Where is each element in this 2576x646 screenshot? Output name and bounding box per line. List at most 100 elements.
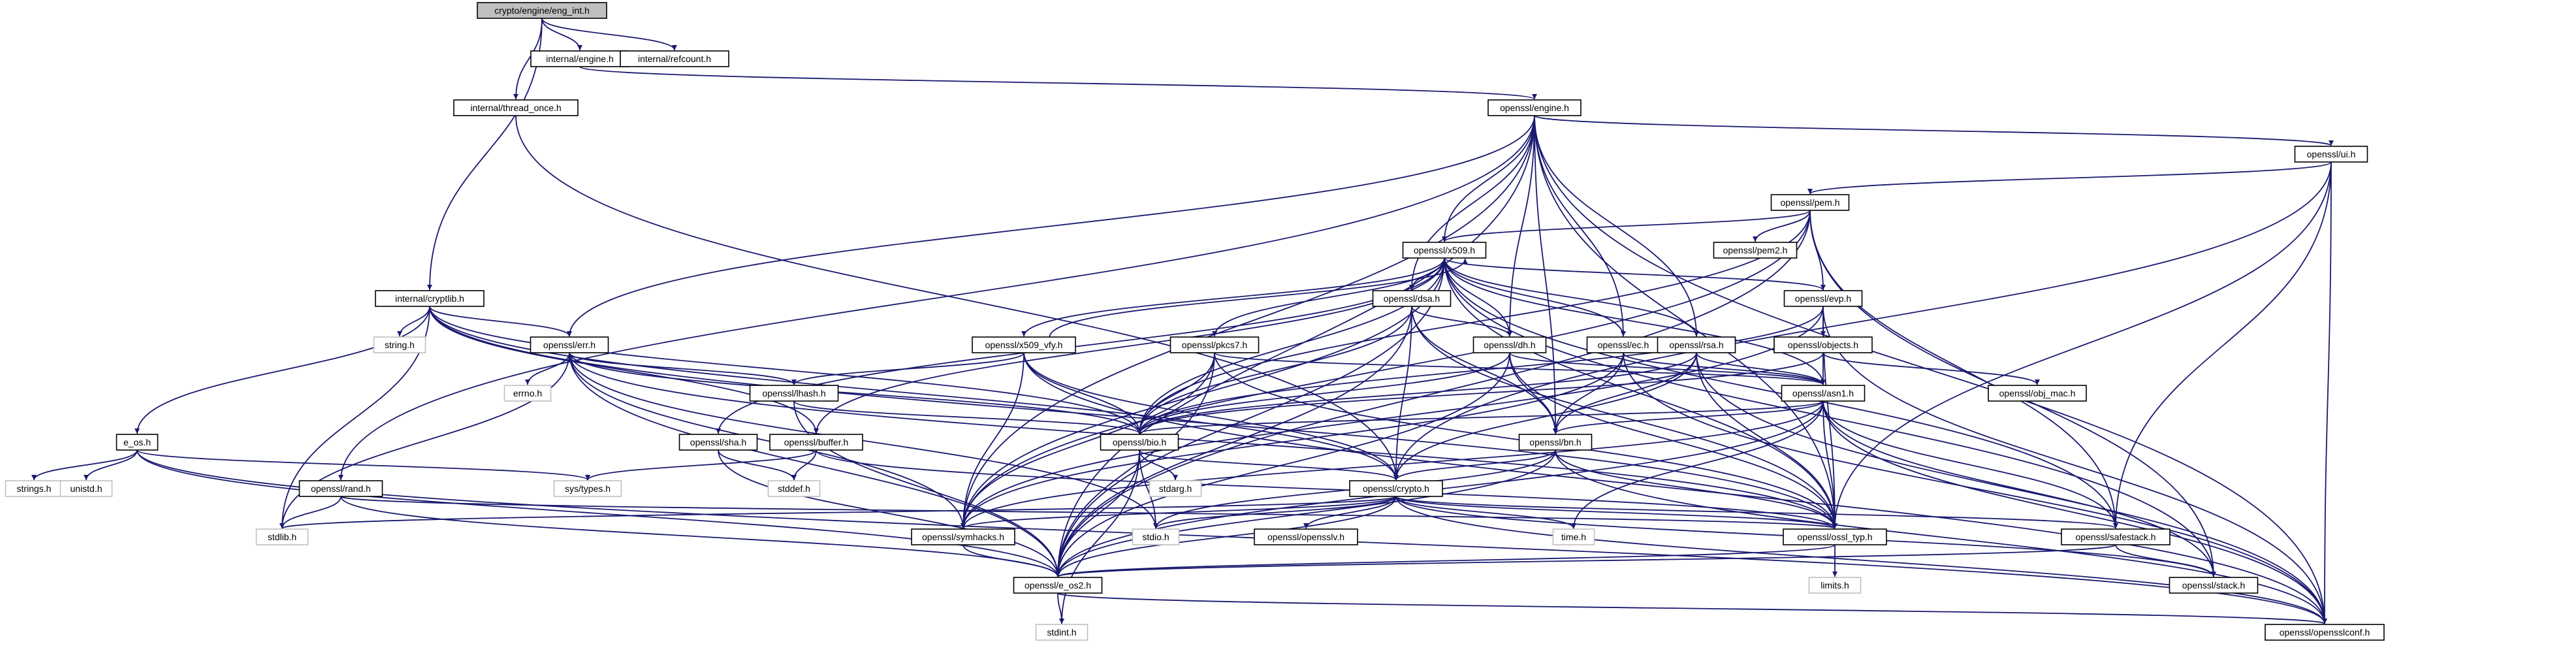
node-openssl-dsa-h[interactable]: openssl/dsa.h — [1372, 290, 1452, 307]
edge-openssl_engine-to-openssl_symhacks — [961, 115, 1535, 529]
node-internal-cryptlib-h[interactable]: internal/cryptlib.h — [375, 290, 485, 307]
node-label: openssl/bn.h — [1529, 437, 1581, 447]
edge-internal_cryptlib-to-openssl_bio — [429, 306, 1142, 434]
edge-openssl_crypto-to-openssl_opensslconf — [1395, 496, 2327, 624]
node-box — [2061, 528, 2171, 545]
node-openssl-bio-h[interactable]: openssl/bio.h — [1100, 434, 1179, 451]
node-label: stdint.h — [1047, 627, 1076, 638]
edge-openssl_bio-to-stdarg_h — [1139, 449, 1178, 481]
edge-openssl_ossl_typ-to-openssl_e_os2 — [1055, 544, 1836, 577]
node-box — [1552, 528, 1595, 545]
node-internal-engine-h[interactable]: internal/engine.h — [530, 50, 629, 67]
edge-openssl_engine-to-openssl_x509 — [1442, 115, 1535, 242]
edge-openssl_x509_vfy-to-openssl_opensslconf — [1023, 352, 2327, 624]
node-openssl-engine-h[interactable]: openssl/engine.h — [1487, 99, 1582, 116]
node-openssl-x509-vfy-h[interactable]: openssl/x509_vfy.h — [972, 336, 1076, 353]
node-openssl-rsa-h[interactable]: openssl/rsa.h — [1657, 336, 1736, 353]
node-box — [1988, 385, 2087, 402]
edge-openssl_crypto-to-openssl_e_os2 — [1055, 496, 1397, 577]
node-box — [1372, 290, 1452, 307]
node-openssl-opensslv-h[interactable]: openssl/opensslv.h — [1254, 528, 1358, 545]
edge-openssl_rand-to-openssl_ossl_typ — [340, 496, 1837, 529]
node-box — [2265, 624, 2385, 641]
node-openssl-e-os2-h[interactable]: openssl/e_os2.h — [1013, 577, 1103, 594]
node-openssl-pkcs7-h[interactable]: openssl/pkcs7.h — [1169, 336, 1260, 353]
node-box — [1349, 480, 1443, 497]
node-box — [1149, 480, 1202, 497]
edge-openssl_pem-to-openssl_pem2 — [1753, 210, 1811, 242]
node-openssl-err-h[interactable]: openssl/err.h — [530, 336, 609, 353]
node-box — [59, 480, 113, 497]
node-box — [1657, 336, 1736, 353]
node-openssl-stack-h[interactable]: openssl/stack.h — [2169, 577, 2259, 594]
edge-openssl_e_os2-to-stdint_h — [1057, 592, 1064, 624]
node-box — [911, 528, 1015, 545]
node-openssl-pem2-h[interactable]: openssl/pem2.h — [1713, 242, 1798, 259]
edge-openssl_x509_vfy-to-openssl_symhacks — [961, 352, 1025, 529]
node-box — [453, 99, 579, 116]
node-label: openssl/x509_vfy.h — [985, 340, 1063, 350]
node-openssl-asn1-h[interactable]: openssl/asn1.h — [1781, 385, 1866, 402]
edge-openssl_err-to-openssl_symhacks — [569, 352, 966, 529]
node-box — [1783, 528, 1887, 545]
node-sys-types-h: sys/types.h — [553, 480, 622, 497]
node-box — [1402, 242, 1487, 259]
node-box — [530, 50, 629, 67]
node-box — [1586, 336, 1661, 353]
node-label: stddef.h — [778, 483, 810, 494]
node-openssl-crypto-h[interactable]: openssl/crypto.h — [1349, 480, 1443, 497]
node-openssl-obj-mac-h[interactable]: openssl/obj_mac.h — [1988, 385, 2087, 402]
node-internal-thread-once-h[interactable]: internal/thread_once.h — [453, 99, 579, 116]
node-openssl-objects-h[interactable]: openssl/objects.h — [1773, 336, 1873, 353]
node-openssl-sha-h[interactable]: openssl/sha.h — [678, 434, 758, 451]
node-label: openssl/lhash.h — [762, 388, 825, 398]
node-box — [5, 480, 63, 497]
node-openssl-pem-h[interactable]: openssl/pem.h — [1770, 194, 1850, 211]
node-label: internal/cryptlib.h — [395, 293, 464, 304]
node-crypto-engine-eng-int-h[interactable]: crypto/engine/eng_int.h — [477, 2, 607, 19]
edge-openssl_rsa-to-openssl_bio — [1137, 352, 1697, 434]
node-openssl-opensslconf-h[interactable]: openssl/opensslconf.h — [2265, 624, 2385, 641]
edge-openssl_err-to-errno_h — [525, 352, 570, 385]
node-box — [530, 336, 609, 353]
node-openssl-x509-h[interactable]: openssl/x509.h — [1402, 242, 1487, 259]
node-label: e_os.h — [123, 437, 151, 447]
edge-openssl_ui-to-openssl_safestack — [2113, 161, 2332, 529]
node-label: openssl/ui.h — [2307, 149, 2356, 159]
node-openssl-ec-h[interactable]: openssl/ec.h — [1586, 336, 1661, 353]
node-openssl-ossl-typ-h[interactable]: openssl/ossl_typ.h — [1783, 528, 1887, 545]
node-label: openssl/ec.h — [1598, 340, 1649, 350]
edge-openssl_bn-to-openssl_e_os2 — [1055, 449, 1556, 577]
edge-openssl_lhash-to-openssl_bio — [793, 400, 1142, 434]
edge-openssl_dh-to-openssl_e_os2 — [1055, 352, 1510, 577]
node-openssl-ui-h[interactable]: openssl/ui.h — [2294, 146, 2368, 163]
edge-openssl_x509-to-openssl_ec — [1444, 257, 1626, 337]
node-limits-h: limits.h — [1808, 577, 1862, 594]
node-openssl-buffer-h[interactable]: openssl/buffer.h — [769, 434, 863, 451]
node-label: openssl/ossl_typ.h — [1797, 532, 1872, 542]
node-label: openssl/evp.h — [1795, 293, 1851, 304]
edge-openssl_symhacks-to-openssl_e_os2 — [962, 544, 1060, 577]
node-label: string.h — [385, 340, 415, 350]
node-openssl-dh-h[interactable]: openssl/dh.h — [1472, 336, 1547, 353]
node-openssl-rand-h[interactable]: openssl/rand.h — [298, 480, 383, 497]
edge-openssl_crypto-to-openssl_symhacks — [961, 496, 1397, 529]
node-internal-refcount-h[interactable]: internal/refcount.h — [620, 50, 729, 67]
node-openssl-symhacks-h[interactable]: openssl/symhacks.h — [911, 528, 1015, 545]
edge-openssl_pem-to-openssl_e_os2 — [1055, 210, 1811, 577]
node-openssl-evp-h[interactable]: openssl/evp.h — [1783, 290, 1863, 307]
node-openssl-bn-h[interactable]: openssl/bn.h — [1518, 434, 1593, 451]
node-string-h: string.h — [373, 336, 426, 353]
edge-internal_cryptlib-to-openssl_err — [429, 306, 572, 337]
node-box — [298, 480, 383, 497]
node-label: openssl/dsa.h — [1384, 293, 1440, 304]
edge-openssl_rsa-to-openssl_bn — [1553, 352, 1697, 434]
node-stdlib-h: stdlib.h — [255, 528, 309, 545]
node-openssl-lhash-h[interactable]: openssl/lhash.h — [749, 385, 839, 402]
edge-openssl_engine-to-openssl_bn — [1534, 115, 1558, 434]
edge-e_os-to-openssl_e_os2 — [136, 449, 1060, 577]
node-label: openssl/x509.h — [1414, 245, 1475, 255]
node-e-os-h[interactable]: e_os.h — [116, 434, 159, 451]
node-openssl-safestack-h[interactable]: openssl/safestack.h — [2061, 528, 2171, 545]
edge-internal_cryptlib-to-e_os — [135, 306, 430, 434]
